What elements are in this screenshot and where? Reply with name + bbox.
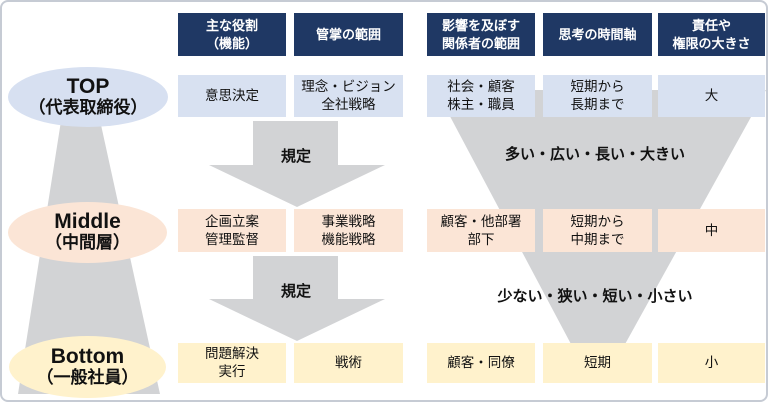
regulation-arrow-top-icon: [209, 121, 385, 207]
cell-top-main-role: 意思決定: [178, 75, 286, 117]
regulation-label-bottom: 規定: [280, 283, 312, 300]
column-header-time-horizon: 思考の時間軸: [543, 13, 652, 56]
cell-middle-responsibility: 中: [658, 209, 765, 252]
cell-bottom-time-horizon: 短期: [543, 343, 652, 383]
level-bottom-name: Bottom: [50, 344, 125, 368]
cell-top-time-horizon: 短期から 長期まで: [543, 75, 652, 117]
cell-bottom-responsibility: 小: [658, 343, 765, 383]
cell-middle-stakeholders: 顧客・他部署 部下: [427, 209, 535, 252]
funnel-label-top: 多い・広い・長い・大きい: [504, 146, 686, 163]
cell-middle-time-horizon: 短期から 中期まで: [543, 209, 652, 252]
regulation-label-top: 規定: [280, 148, 312, 165]
cell-top-stakeholders: 社会・顧客 株主・職員: [427, 75, 535, 117]
funnel-label-bottom: 少ない・狭い・短い・小さい: [497, 288, 693, 305]
level-ellipse-middle: Middle （中間層）: [8, 202, 167, 263]
cell-top-responsibility: 大: [658, 75, 765, 117]
cell-bottom-stakeholders: 顧客・同僚: [427, 343, 535, 383]
cell-middle-scope: 事業戦略 機能戦略: [294, 209, 403, 252]
column-header-main-role: 主な役割 （機能）: [178, 13, 286, 56]
cell-bottom-scope: 戦術: [294, 343, 403, 383]
cell-bottom-main-role: 問題解決 実行: [178, 343, 286, 383]
level-ellipse-bottom: Bottom （一般社員）: [9, 336, 166, 398]
level-ellipse-top: TOP （代表取締役）: [8, 67, 168, 127]
level-top-subtitle: （代表取締役）: [28, 97, 148, 117]
column-header-affected-stakeholders: 影響を及ぼす 関係者の範囲: [427, 13, 535, 56]
column-header-responsibility-size: 責任や 権限の大きさ: [658, 13, 765, 56]
regulation-arrow-bottom-icon: [209, 256, 385, 341]
cell-top-scope: 理念・ビジョン 全社戦略: [294, 75, 403, 117]
column-header-scope-of-control: 管掌の範囲: [294, 13, 403, 56]
level-middle-subtitle: （中間層）: [45, 233, 130, 253]
level-bottom-subtitle: （一般社員）: [36, 367, 139, 387]
level-top-name: TOP: [66, 74, 110, 98]
level-middle-name: Middle: [54, 210, 121, 234]
cell-middle-main-role: 企画立案 管理監督: [178, 209, 286, 252]
